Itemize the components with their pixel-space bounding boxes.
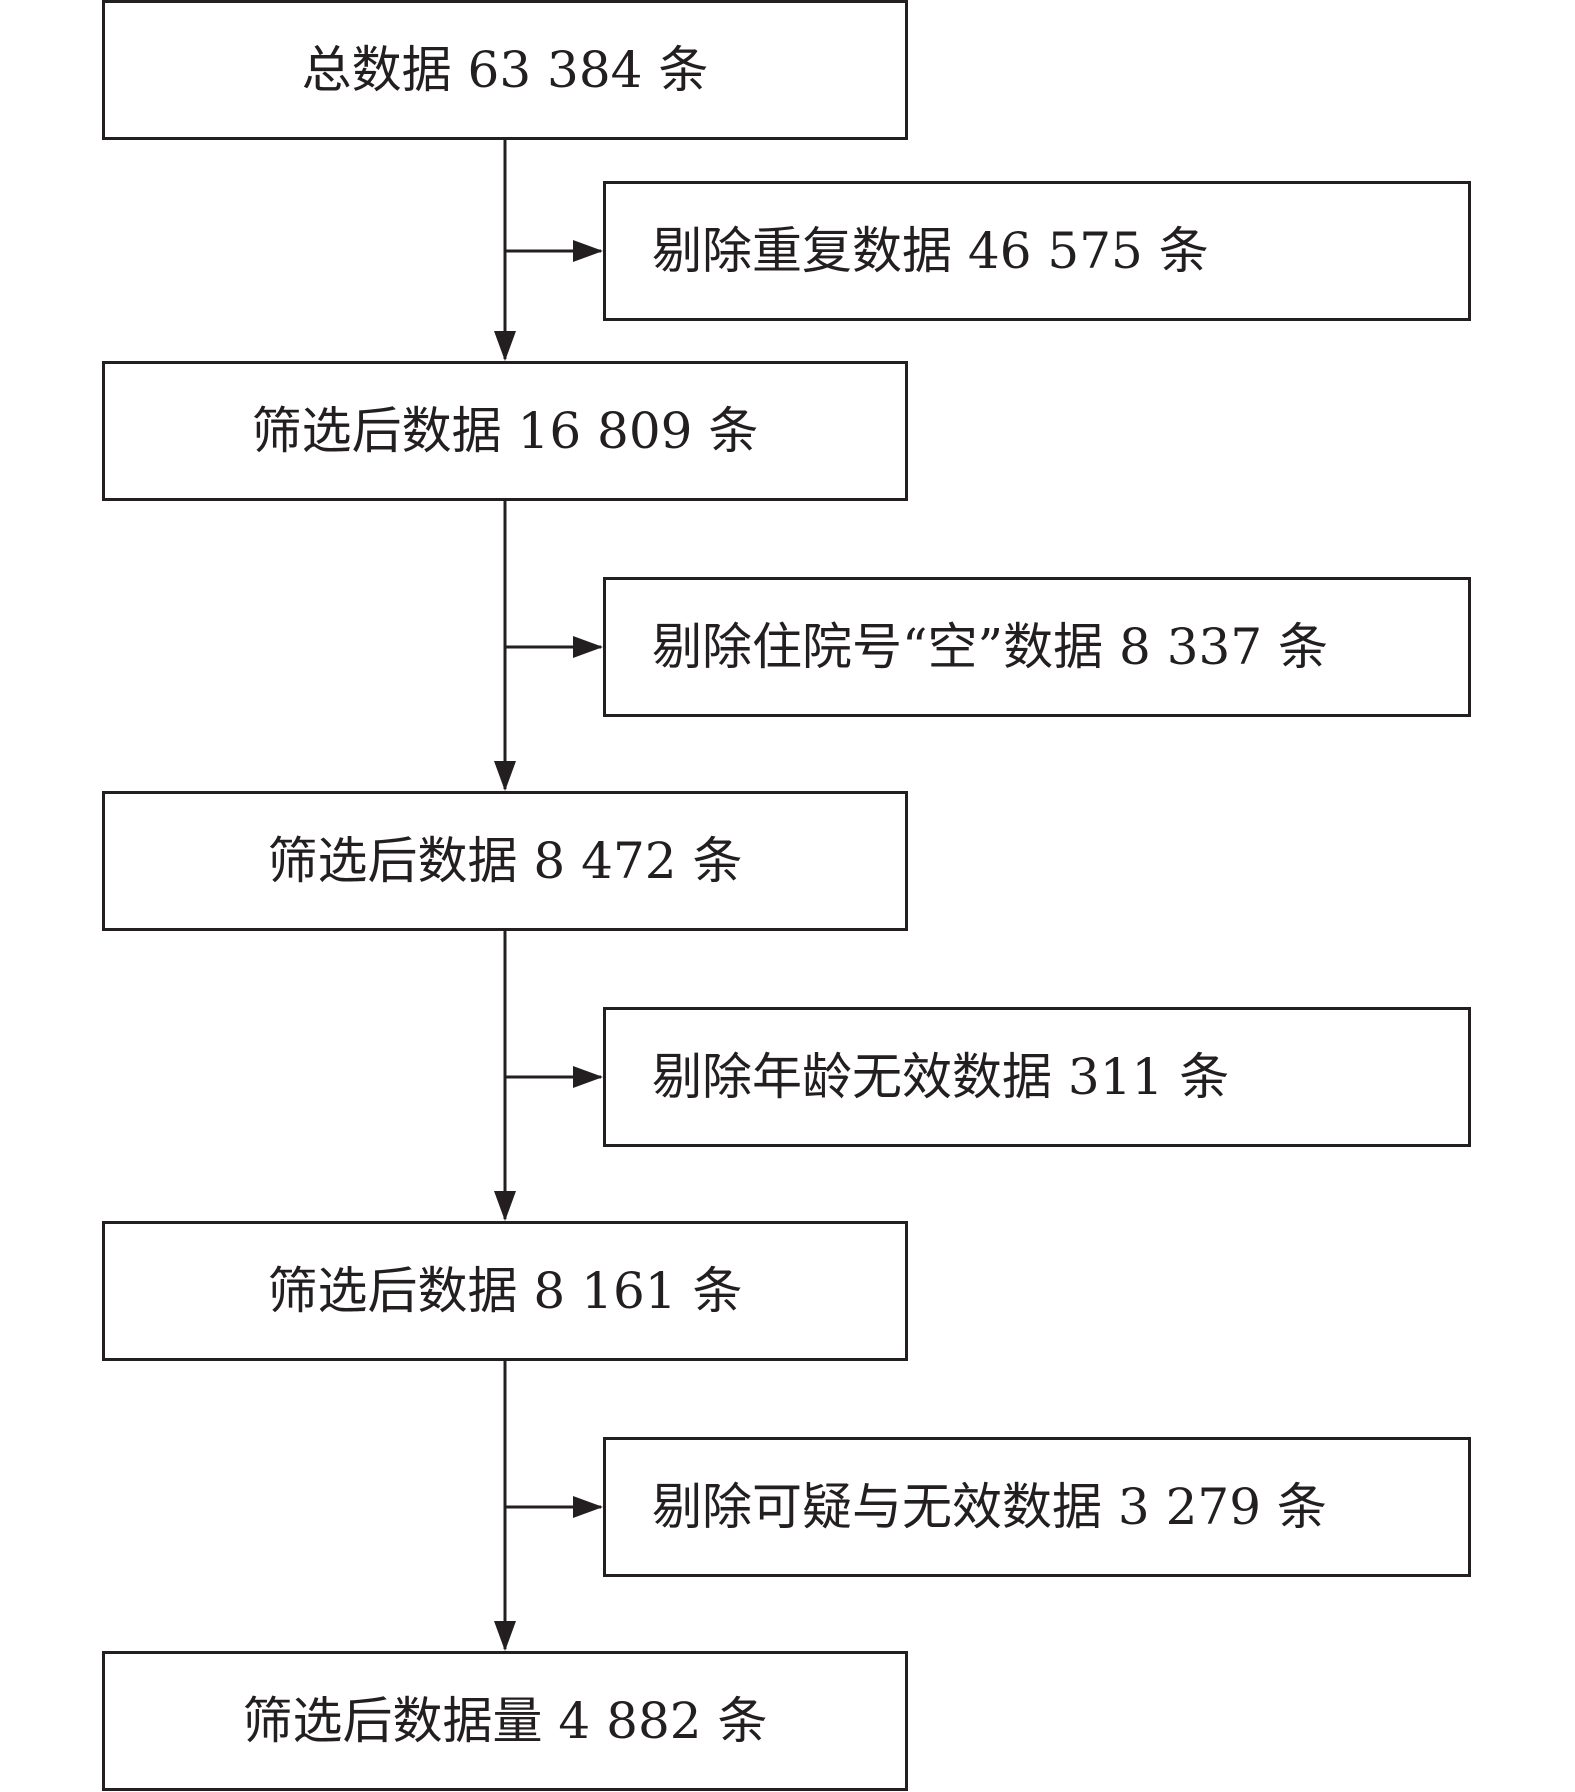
exclusion-label: 剔除可疑与无效数据 3 279 条 [652,1478,1327,1536]
arrowhead-down-2 [494,761,516,791]
exclusion-empty-admission-number: 剔除住院号“空”数据 8 337 条 [603,577,1471,717]
step-final-data: 筛选后数据量 4 882 条 [102,1651,908,1791]
exclusion-duplicates: 剔除重复数据 46 575 条 [603,181,1471,321]
step-filtered-2: 筛选后数据 8 472 条 [102,791,908,931]
step-label: 筛选后数据 8 161 条 [267,1262,743,1320]
arrowhead-down-4 [494,1621,516,1651]
arrowhead-down-1 [494,331,516,361]
exclusion-suspicious-invalid: 剔除可疑与无效数据 3 279 条 [603,1437,1471,1577]
arrowhead-down-3 [494,1191,516,1221]
step-label: 筛选后数据 8 472 条 [267,832,743,890]
step-label: 筛选后数据 16 809 条 [251,402,759,460]
arrowhead-right-1 [573,240,603,262]
step-label: 筛选后数据量 4 882 条 [242,1692,768,1750]
exclusion-invalid-age: 剔除年龄无效数据 311 条 [603,1007,1471,1147]
step-total-data: 总数据 63 384 条 [102,0,908,140]
arrowhead-right-3 [573,1066,603,1088]
step-filtered-3: 筛选后数据 8 161 条 [102,1221,908,1361]
step-filtered-1: 筛选后数据 16 809 条 [102,361,908,501]
step-label: 总数据 63 384 条 [301,41,709,99]
exclusion-label: 剔除重复数据 46 575 条 [652,222,1209,280]
exclusion-label: 剔除住院号“空”数据 8 337 条 [652,618,1329,676]
arrowhead-right-4 [573,1496,603,1518]
exclusion-label: 剔除年龄无效数据 311 条 [652,1048,1230,1106]
arrowhead-right-2 [573,636,603,658]
